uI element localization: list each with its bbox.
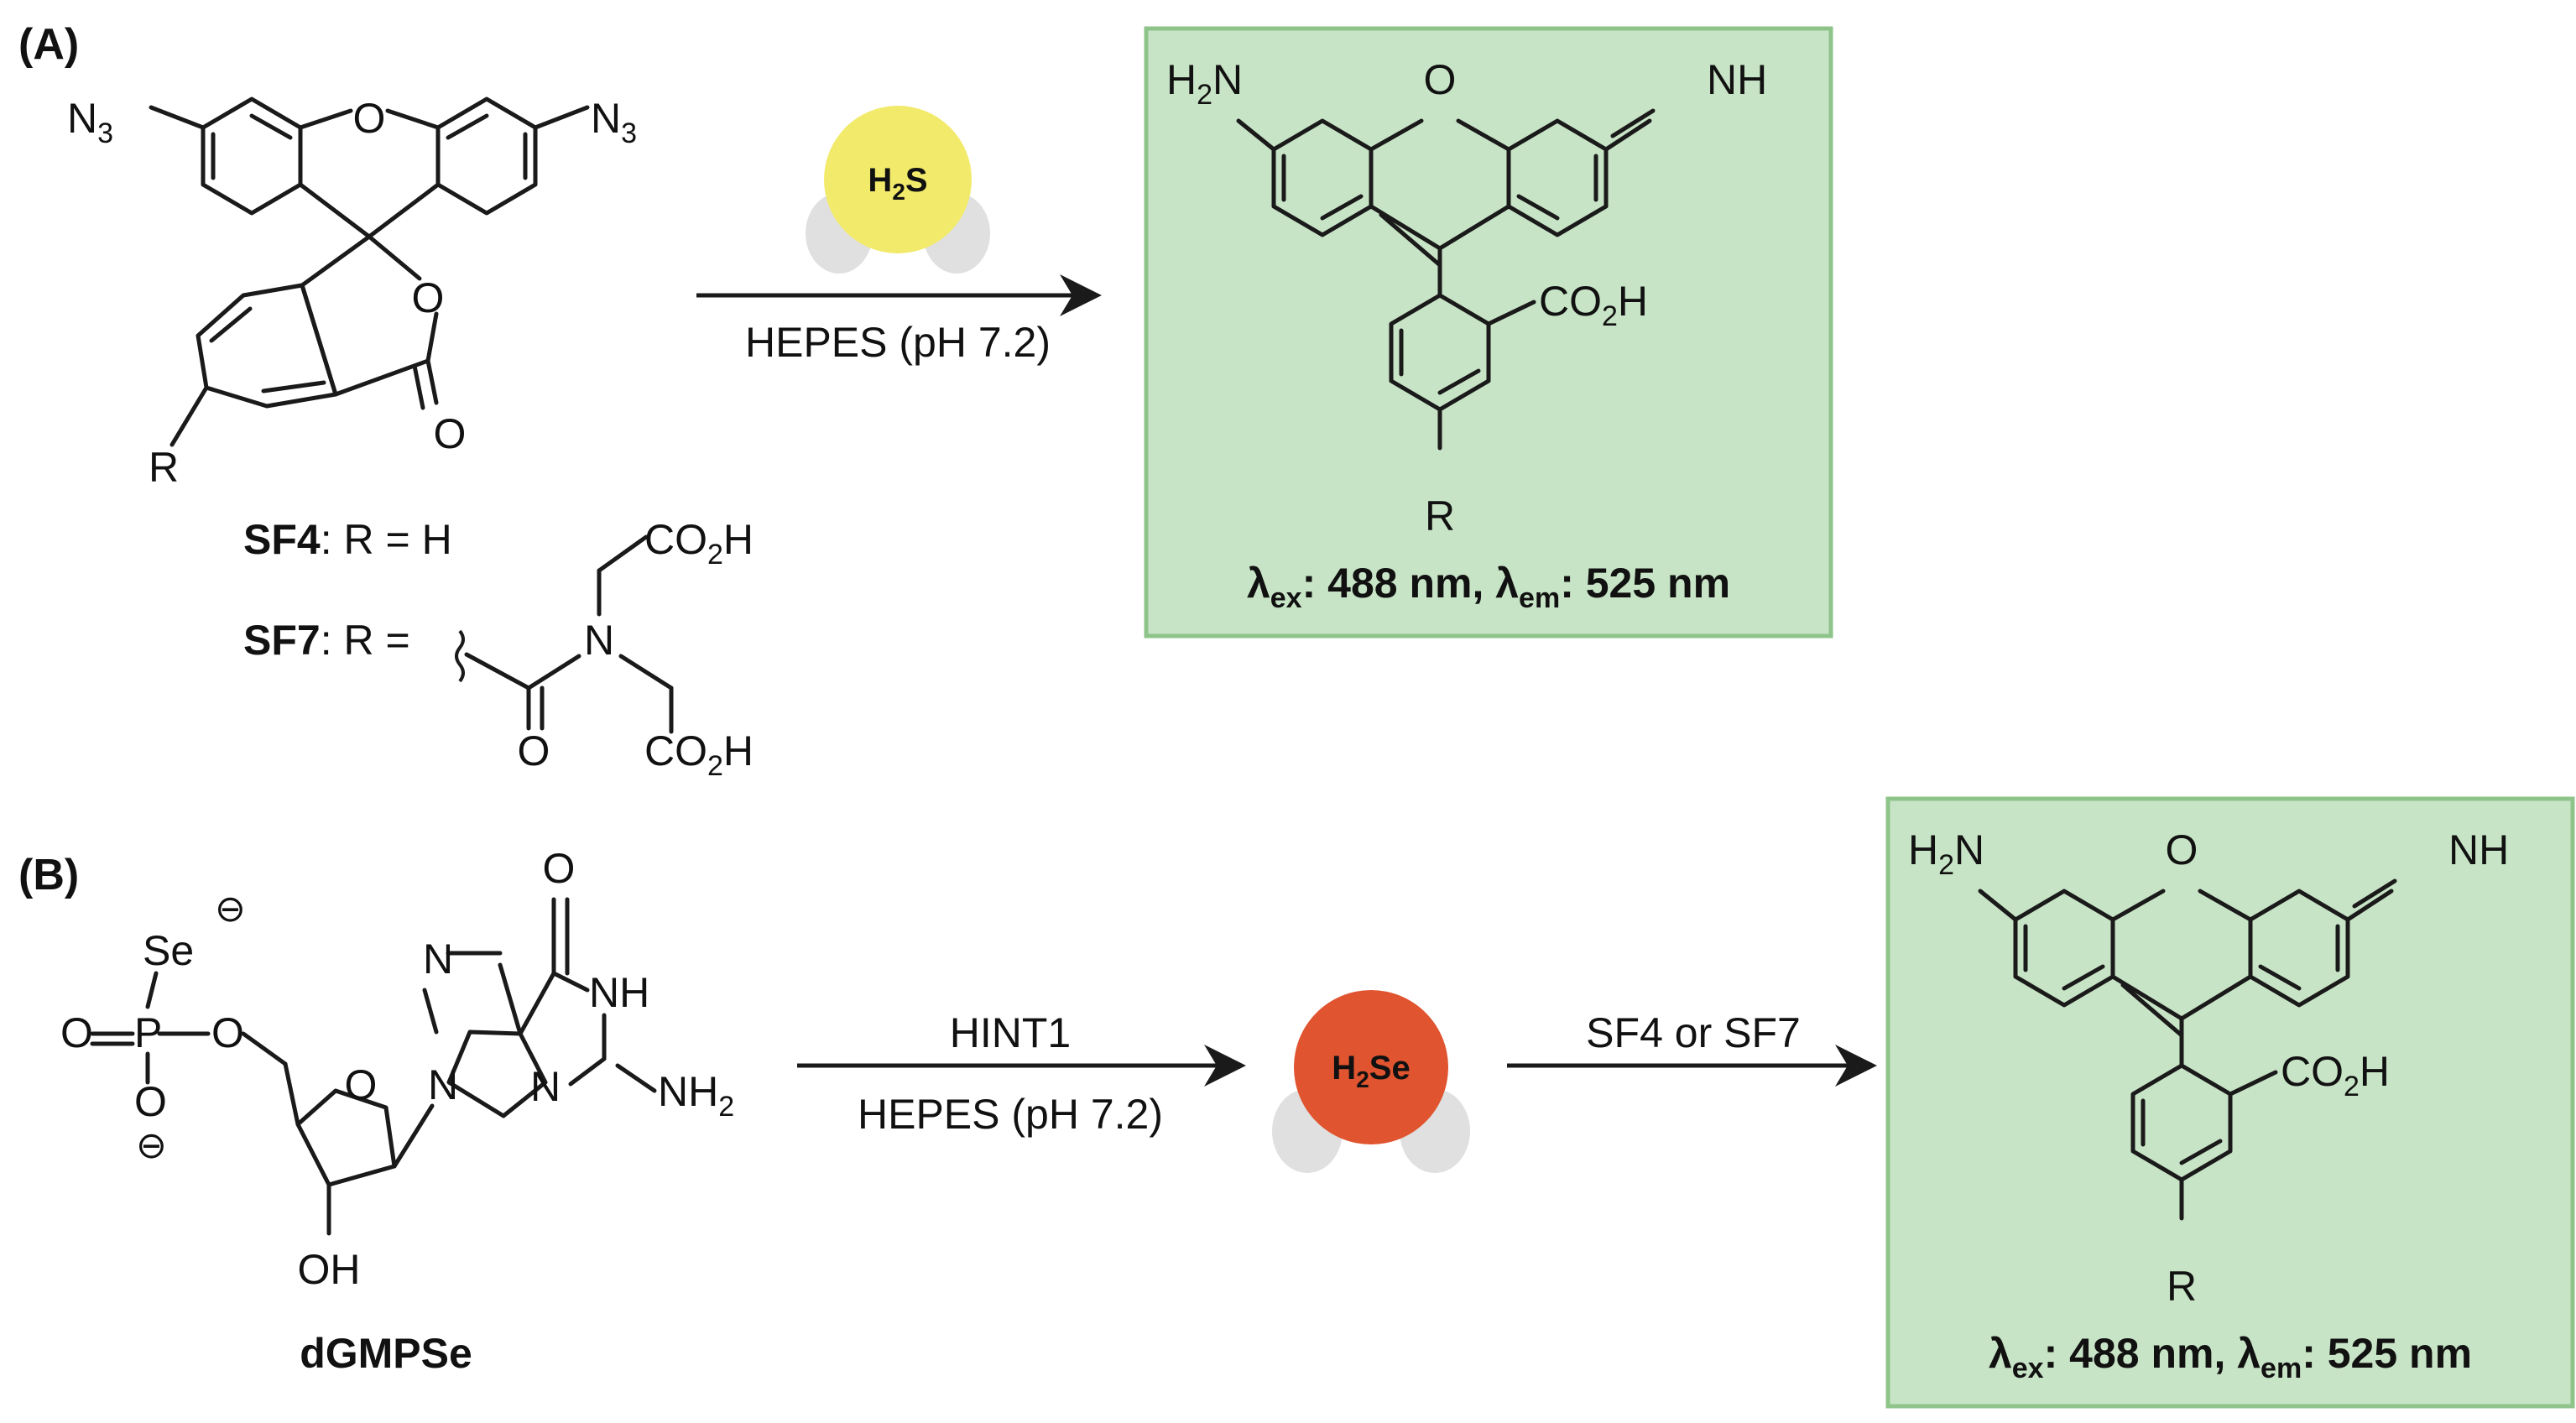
product-a-wavelengths: λex: 488 nm, λem: 525 nm — [1247, 560, 1730, 614]
sf7-substituent-structure — [455, 534, 674, 734]
reactant-b-n-bottom: N — [530, 1063, 561, 1110]
sf4-definition: SF4: R = H — [243, 516, 452, 563]
reactant-b-se-charge: ⊖ — [215, 889, 246, 930]
reactant-b-name: dGMPSe — [300, 1330, 472, 1377]
product-a-co2h: CO2H — [1539, 278, 1648, 332]
h2s-molecule — [806, 106, 990, 274]
h2s-label: H2S — [868, 162, 927, 205]
arrow-b1-condition: HEPES (pH 7.2) — [858, 1091, 1163, 1138]
product-b-nh: NH — [2448, 826, 2509, 873]
reactant-a-structure — [149, 96, 590, 447]
reactant-a-o-carbonyl: O — [434, 410, 467, 457]
product-a-r-group: R — [1425, 493, 1455, 539]
product-b-structure — [1978, 878, 2397, 1221]
sf7-definition: SF7: R = — [243, 617, 410, 664]
reactant-a-azide-left: N3 — [67, 95, 113, 149]
arrow-b1-enzyme: HINT1 — [950, 1009, 1071, 1056]
sf7-o-amide: O — [518, 727, 550, 774]
reactant-b-se: Se — [143, 927, 194, 974]
reactant-b-nh: NH — [589, 969, 649, 1016]
reactant-b-oh: OH — [298, 1246, 361, 1293]
product-b-r-group: R — [2167, 1263, 2197, 1310]
reactant-b-structure — [90, 897, 657, 1236]
sf7-co2h-bottom: CO2H — [644, 727, 754, 782]
reactant-a-o-bridge: O — [353, 95, 386, 142]
reactant-b-o-sugar: O — [345, 1061, 378, 1108]
product-a-structure — [1236, 108, 1656, 451]
reactant-b-o-carbonyl: O — [543, 845, 576, 892]
product-b-h2n: H2N — [1908, 826, 1984, 881]
reactant-b-nh2: NH2 — [658, 1068, 734, 1123]
product-b-co2h: CO2H — [2281, 1048, 2390, 1102]
panel-b-label: (B) — [18, 851, 79, 899]
arrow-a-condition: HEPES (pH 7.2) — [745, 319, 1051, 366]
reactant-b-o-charge: ⊖ — [136, 1125, 167, 1166]
product-b-o-bridge: O — [2166, 826, 2198, 873]
h2se-label: H2Se — [1332, 1050, 1410, 1092]
reactant-b-o-minus: O — [134, 1078, 167, 1125]
product-a-h2n: H2N — [1166, 56, 1243, 111]
reactant-b-o-double: O — [60, 1009, 93, 1056]
reactant-a-o-ring: O — [412, 274, 445, 321]
reactant-b-n-top: N — [423, 936, 453, 983]
arrow-b2-reagent: SF4 or SF7 — [1586, 1009, 1801, 1056]
sf7-n-atom: N — [584, 617, 614, 664]
reactant-b-o-link: O — [211, 1009, 244, 1056]
product-a-o-bridge: O — [1424, 56, 1457, 103]
product-a-nh: NH — [1707, 56, 1767, 103]
reactant-a-azide-right: N3 — [591, 95, 637, 149]
reactant-b-n-right: N — [428, 1061, 458, 1108]
sf7-co2h-top: CO2H — [644, 516, 754, 571]
panel-a-label: (A) — [18, 20, 79, 69]
product-b-wavelengths: λex: 488 nm, λem: 525 nm — [1989, 1330, 2472, 1384]
h2se-molecule — [1272, 990, 1470, 1173]
reactant-a-r-group: R — [149, 444, 179, 491]
